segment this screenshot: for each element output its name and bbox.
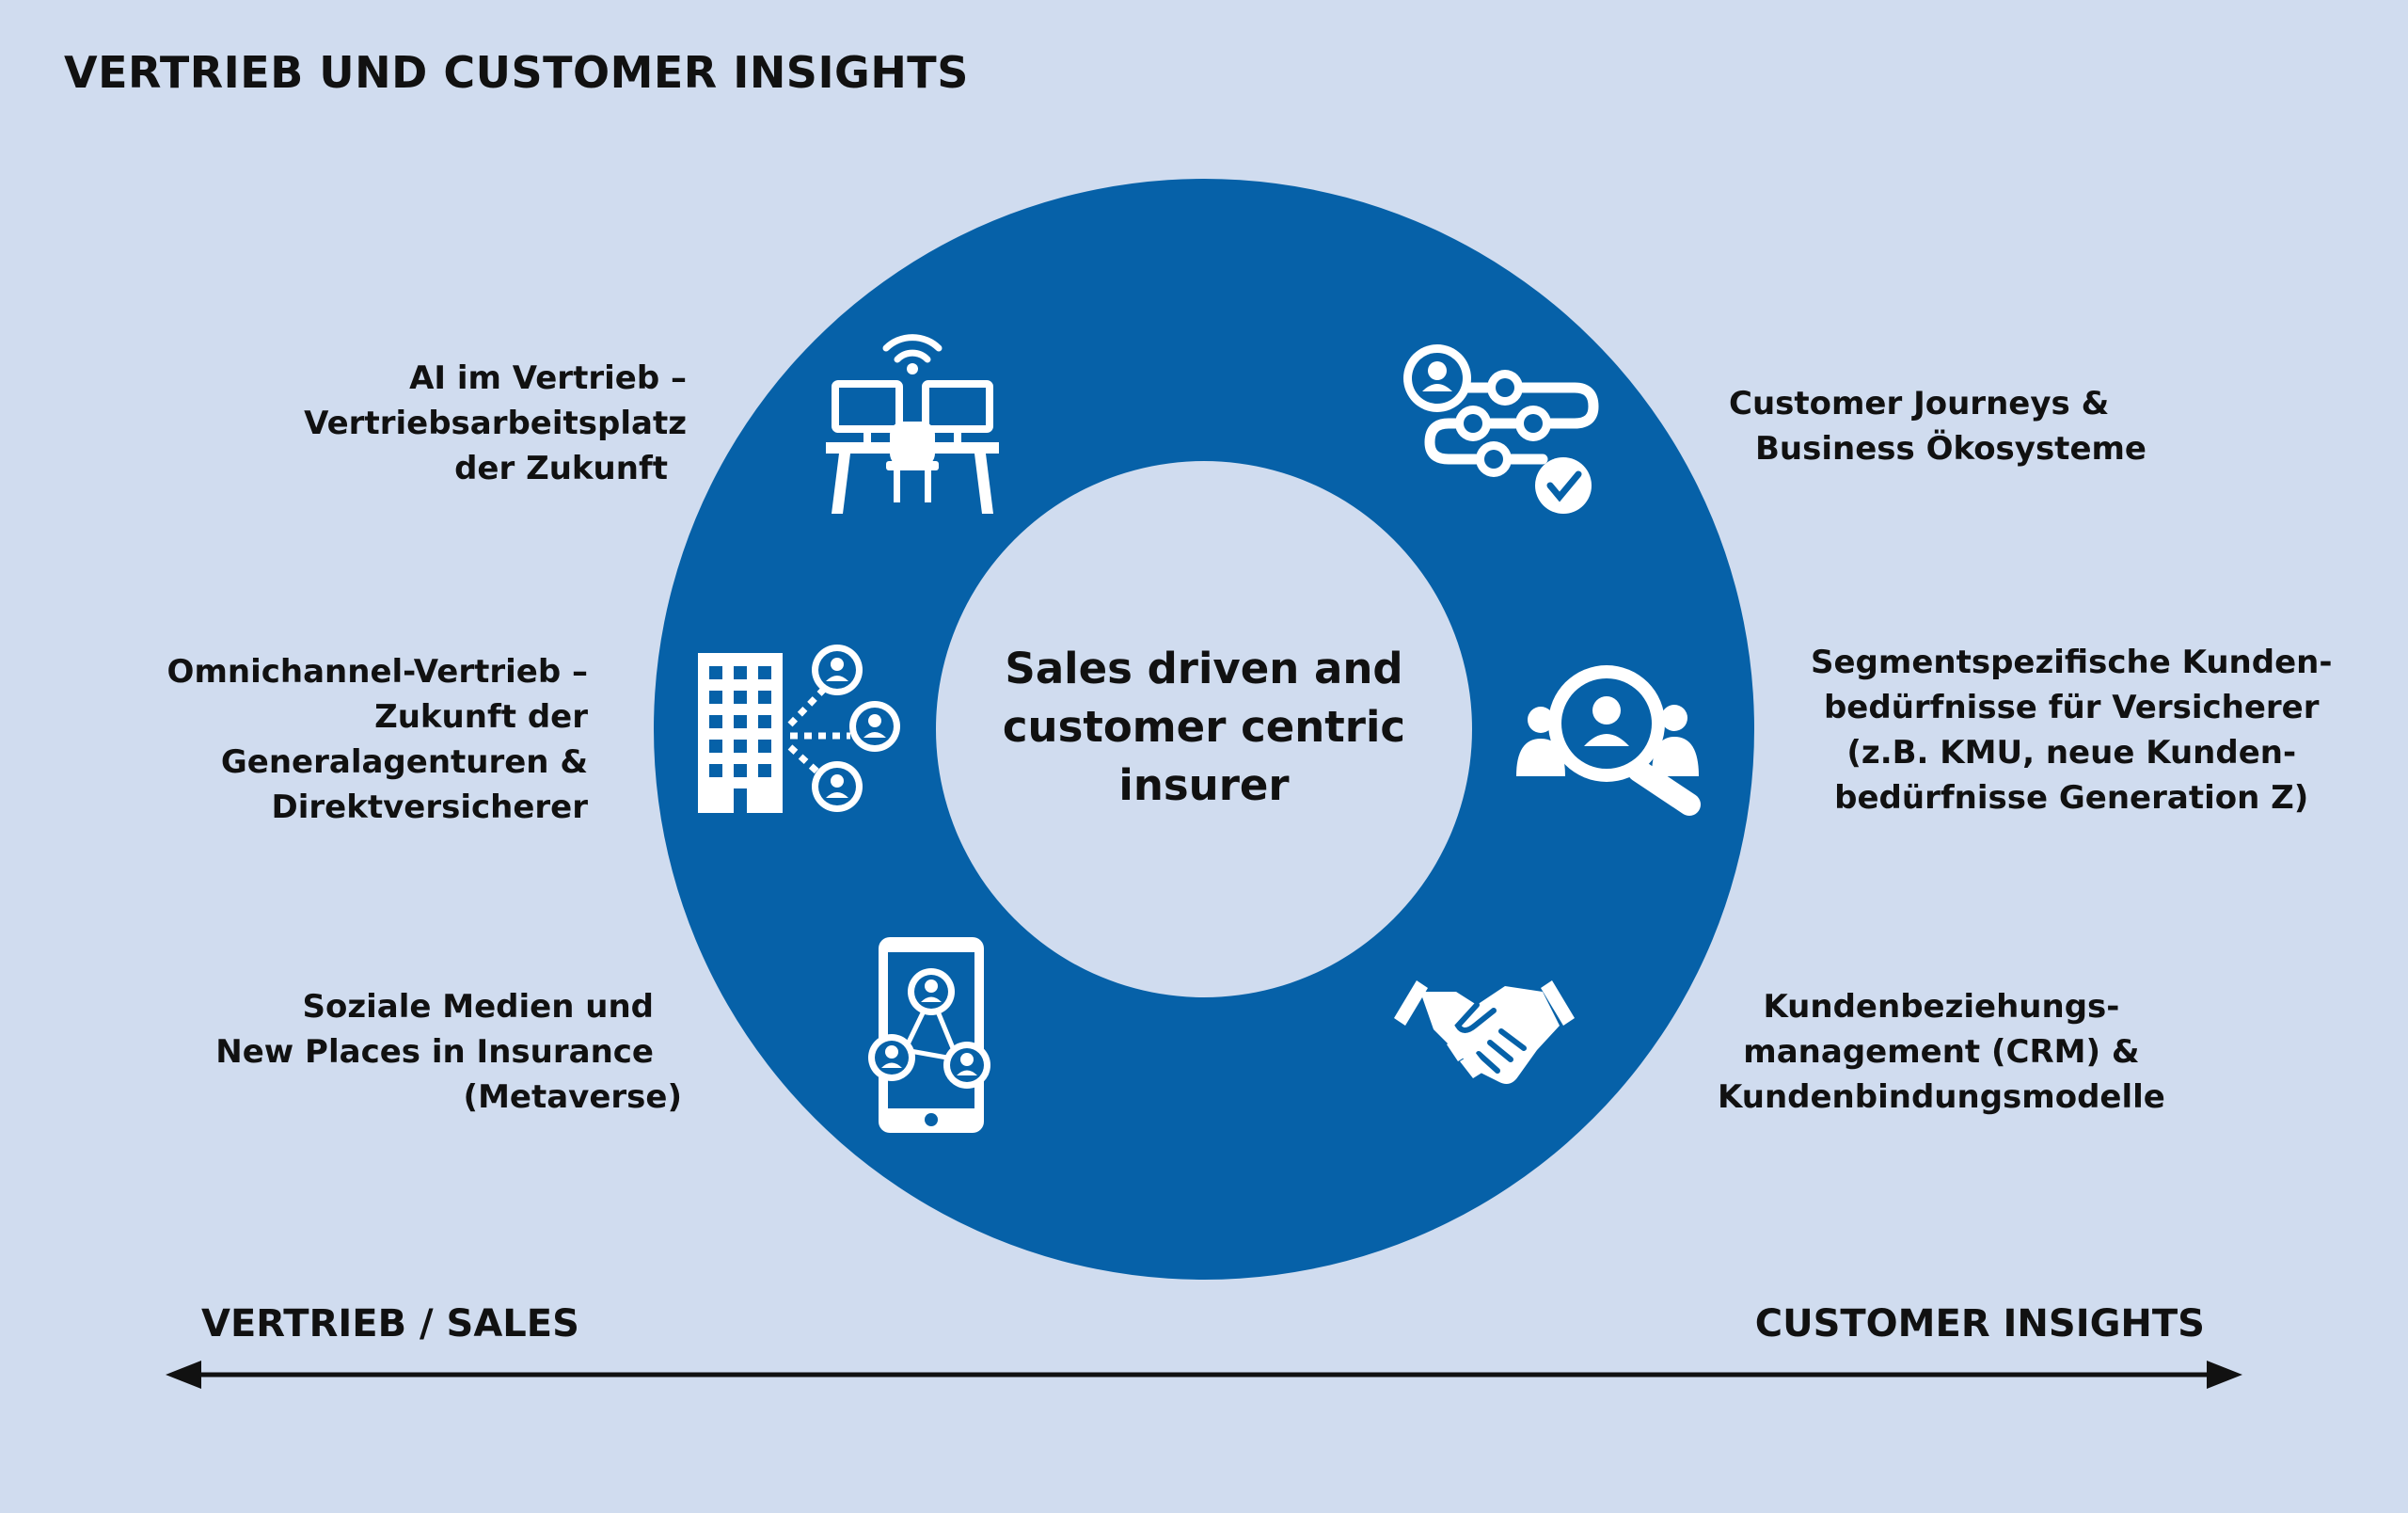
label-line: management (CRM) & xyxy=(1743,1033,2140,1071)
axis-label-right: CUSTOMER INSIGHTS xyxy=(1754,1302,2205,1346)
label-line: Direktversicherer xyxy=(271,788,588,826)
label-line: Business Ökosysteme xyxy=(1755,430,2147,468)
label-line: New Places in Insurance xyxy=(215,1033,654,1071)
segment-label-crm: Kundenbeziehungs- management (CRM) & Kun… xyxy=(1718,984,2165,1120)
label-line: Kundenbeziehungs- xyxy=(1763,988,2120,1026)
social-media-phone-icon xyxy=(868,937,990,1133)
label-line: Zukunft der xyxy=(374,698,588,736)
label-line: bedürfnisse für Versicherer xyxy=(1823,689,2320,726)
segment-label-customer-journeys: Customer Journeys & Business Ökosysteme xyxy=(1729,381,2147,471)
axis-arrow xyxy=(166,1361,2242,1389)
label-line: Segmentspezifische Kunden- xyxy=(1811,644,2333,681)
segment-label-segmentspezifisch: Segmentspezifische Kunden- bedürfnisse f… xyxy=(1811,640,2332,820)
label-line: Customer Journeys & xyxy=(1729,385,2110,422)
omnichannel-network-icon xyxy=(698,645,900,813)
segment-label-omnichannel: Omnichannel-Vertrieb – Zukunft der Gener… xyxy=(167,649,588,830)
workplace-icon xyxy=(826,334,999,514)
axis-label-left: VERTRIEB / SALES xyxy=(201,1302,579,1346)
label-line: Omnichannel-Vertrieb – xyxy=(166,653,588,691)
handshake-icon xyxy=(1394,980,1575,1084)
label-line: der Zukunft xyxy=(454,450,668,487)
center-label-line: customer centric xyxy=(1002,702,1406,752)
label-line: AI im Vertrieb – xyxy=(409,359,687,397)
customer-segment-search-icon xyxy=(1516,665,1701,816)
label-line: (z.B. KMU, neue Kunden- xyxy=(1846,734,2297,772)
label-line: Kundenbindungsmodelle xyxy=(1718,1078,2165,1116)
label-line: Soziale Medien und xyxy=(302,988,654,1026)
center-label-line: insurer xyxy=(1118,760,1290,810)
label-line: bedürfnisse Generation Z) xyxy=(1834,779,2309,817)
segment-label-ai-vertrieb: AI im Vertrieb – Vertriebsarbeitsplatz d… xyxy=(304,356,687,491)
label-line: Vertriebsarbeitsplatz xyxy=(304,405,687,442)
page-title: VERTRIEB UND CUSTOMER INSIGHTS xyxy=(64,47,969,98)
label-line: Generalagenturen & xyxy=(220,743,588,781)
center-label: Sales driven and customer centric insure… xyxy=(969,640,1439,815)
center-label-line: Sales driven and xyxy=(1005,644,1403,693)
label-line: (Metaverse) xyxy=(463,1078,682,1116)
customer-journey-icon xyxy=(1403,344,1599,514)
segment-label-soziale-medien: Soziale Medien und New Places in Insuran… xyxy=(215,984,682,1120)
